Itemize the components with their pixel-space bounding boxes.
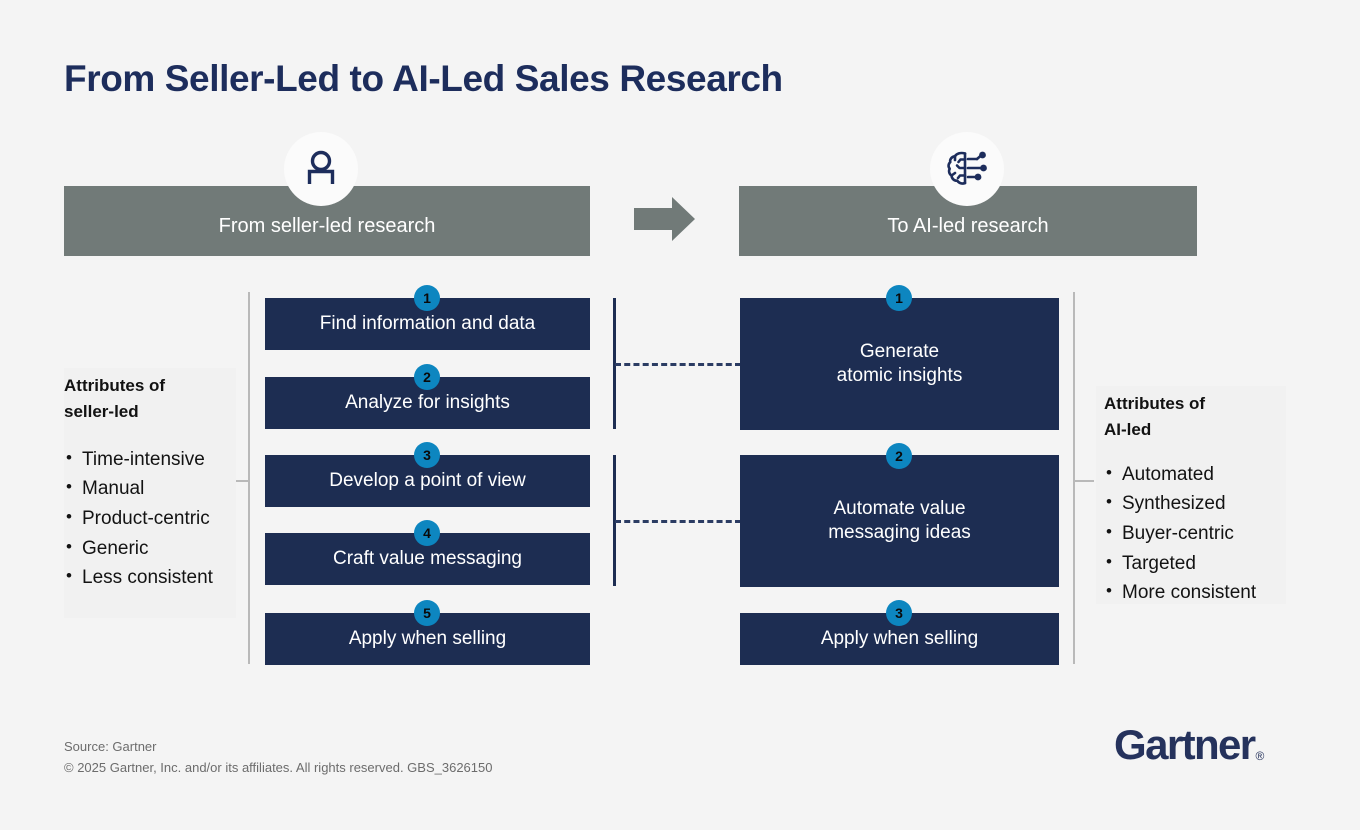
list-item: Product-centric (64, 504, 236, 534)
process-box-left-5[interactable]: Apply when selling (265, 613, 590, 665)
process-box-right-3-label: Apply when selling (820, 628, 979, 650)
registered-trademark-icon: ® (1255, 749, 1265, 763)
process-box-left-2-label: Analyze for insights (345, 392, 510, 414)
step-badge-left-5: 5 (414, 600, 440, 626)
process-box-left-3[interactable]: Develop a point of view (265, 455, 590, 507)
list-item: Targeted (1104, 549, 1286, 579)
gartner-logo-wordmark: Gartner (1114, 721, 1256, 768)
step-badge-left-3: 3 (414, 442, 440, 468)
attributes-right-list: Automated Synthesized Buyer-centric Targ… (1104, 460, 1286, 608)
list-item: Synthesized (1104, 489, 1286, 519)
person-icon-badge (284, 132, 358, 206)
list-item: Time-intensive (64, 445, 236, 475)
dashed-connector-1 (615, 363, 741, 366)
list-item: Buyer-centric (1104, 519, 1286, 549)
dashed-connector-2 (615, 520, 741, 523)
gartner-logo: Gartner ® (1114, 724, 1264, 766)
bracket-left-connector (230, 480, 249, 482)
step-badge-left-4: 4 (414, 520, 440, 546)
step-badge-left-1: 1 (414, 285, 440, 311)
process-box-left-4-label: Craft value messaging (332, 548, 523, 570)
right-arrow-icon (634, 197, 695, 241)
footer-attribution: Source: Gartner © 2025 Gartner, Inc. and… (64, 736, 492, 778)
step-badge-right-2: 2 (886, 443, 912, 469)
list-item: Generic (64, 534, 236, 564)
list-item: Automated (1104, 460, 1286, 490)
process-box-left-1-label: Find information and data (319, 313, 536, 335)
ai-brain-icon-badge (930, 132, 1004, 206)
footer-copyright-line: © 2025 Gartner, Inc. and/or its affiliat… (64, 760, 493, 776)
header-bar-right-label: To AI-led research (887, 215, 1049, 237)
person-icon (307, 150, 335, 184)
process-box-left-5-label: Apply when selling (348, 628, 507, 650)
step-badge-left-2: 2 (414, 364, 440, 390)
page-title: From Seller-Led to AI-Led Sales Research (64, 58, 783, 99)
list-item: More consistent (1104, 578, 1286, 608)
footer-source-line: Source: Gartner (64, 739, 157, 754)
bracket-left-vertical (248, 292, 250, 664)
bracket-right-connector (1075, 480, 1094, 482)
ai-brain-icon (947, 151, 987, 185)
group-bracket-2 (613, 455, 616, 586)
list-item: Less consistent (64, 563, 236, 593)
group-bracket-1 (613, 298, 616, 429)
step-badge-right-3: 3 (886, 600, 912, 626)
header-bar-left-label: From seller-led research (218, 215, 436, 237)
step-badge-right-1: 1 (886, 285, 912, 311)
bracket-right-vertical (1073, 292, 1075, 664)
attributes-left-list: Time-intensive Manual Product-centric Ge… (64, 445, 236, 593)
process-box-left-3-label: Develop a point of view (329, 470, 526, 492)
list-item: Manual (64, 474, 236, 504)
